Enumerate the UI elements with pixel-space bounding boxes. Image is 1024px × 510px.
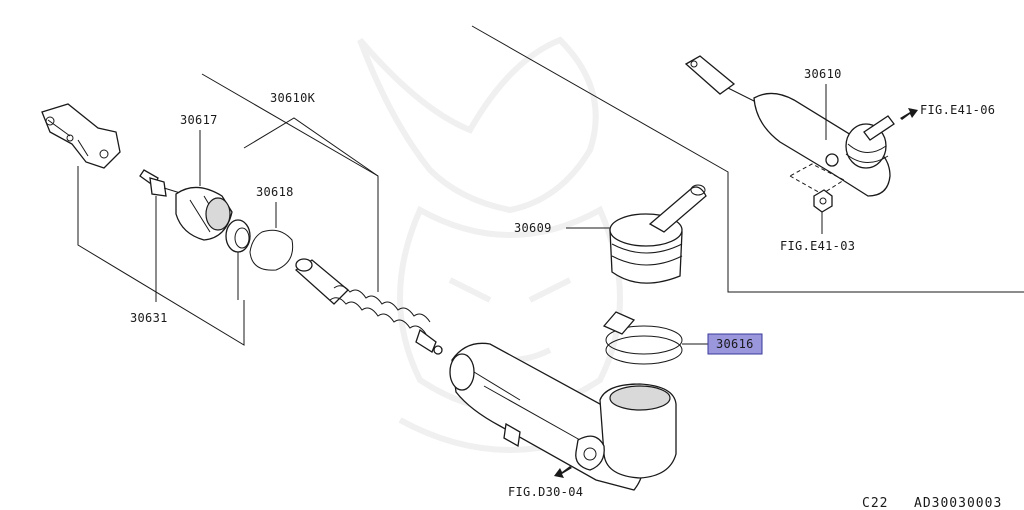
inset-dashed-frame: [789, 163, 846, 195]
group-frame-left: [77, 166, 245, 346]
inset-nut: [813, 189, 833, 213]
highlight-30616[interactable]: [707, 333, 763, 355]
inset-divider: [471, 25, 1024, 293]
retainer-washer: [225, 219, 251, 253]
ref-fig-e41-06[interactable]: FIG.E41-06: [920, 103, 995, 117]
label-30610K[interactable]: 30610K: [270, 91, 316, 105]
ref-fig-d30-04[interactable]: FIG.D30-04: [508, 485, 583, 499]
label-30631[interactable]: 30631: [130, 311, 168, 325]
clevis-bracket: [41, 103, 121, 169]
arrow-fig-d30-04-icon: [554, 466, 572, 478]
label-30616[interactable]: 30616: [716, 337, 754, 351]
ref-fig-e41-03[interactable]: FIG.E41-03: [780, 239, 855, 253]
label-30618[interactable]: 30618: [256, 185, 294, 199]
reservoir-30609: [609, 184, 707, 284]
label-30610[interactable]: 30610: [804, 67, 842, 81]
label-30617[interactable]: 30617: [180, 113, 218, 127]
label-30609[interactable]: 30609: [514, 221, 552, 235]
boot-30617: [175, 186, 233, 241]
group-frame-mid: [243, 117, 379, 177]
hose-clamp-30616: [602, 311, 683, 365]
piston-spring-assembly: [294, 258, 443, 355]
footer-code: C22: [862, 496, 888, 510]
footer-id: AD30030003: [914, 496, 1002, 510]
arrow-fig-e41-06-icon: [900, 108, 918, 120]
inset-master-cylinder: [684, 55, 895, 197]
master-cylinder-body: [449, 342, 677, 491]
circlip-30618: [249, 229, 294, 271]
